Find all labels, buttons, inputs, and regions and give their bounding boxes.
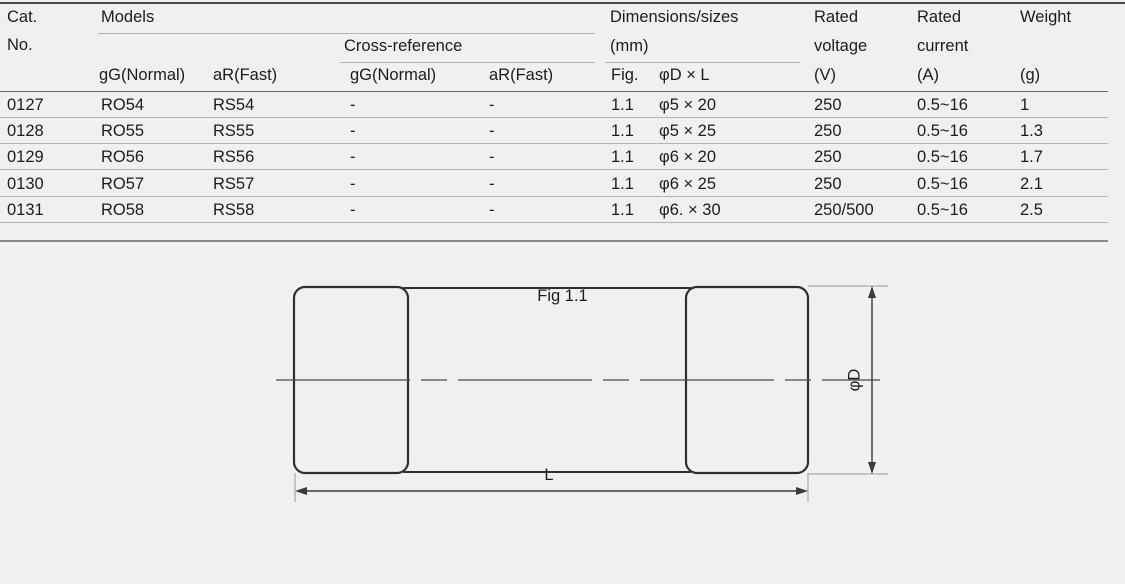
cell-xref-gg: - bbox=[350, 122, 356, 141]
header-xref-ar: aR(Fast) bbox=[489, 66, 554, 84]
cell-xref-gg: - bbox=[350, 174, 356, 193]
length-label: L bbox=[544, 466, 553, 484]
cell-weight: 2.5 bbox=[1020, 200, 1043, 219]
cell-model-ar: RS57 bbox=[213, 174, 255, 193]
cell-weight: 1 bbox=[1020, 96, 1030, 114]
cell-current: 0.5~16 bbox=[917, 96, 968, 114]
cell-model-gg: RO56 bbox=[101, 148, 145, 167]
cell-fig: 1.1 bbox=[611, 174, 634, 193]
cell-model-ar: RS54 bbox=[213, 96, 255, 114]
header-cross-reference-group: Cross-reference bbox=[344, 37, 463, 55]
cell-model-ar: RS55 bbox=[213, 122, 255, 141]
cell-size: φ5 × 20 bbox=[659, 96, 717, 114]
cell-cat-no: 0129 bbox=[7, 148, 44, 167]
header-rated-voltage-line1: Rated bbox=[814, 8, 859, 26]
cell-cat-no: 0127 bbox=[7, 96, 44, 114]
cell-model-gg: RO55 bbox=[101, 122, 145, 141]
cell-xref-ar: - bbox=[489, 122, 495, 141]
cell-weight: 2.1 bbox=[1020, 174, 1043, 193]
cell-model-ar: RS58 bbox=[213, 200, 255, 219]
row-separator bbox=[0, 222, 1108, 223]
cell-fig: 1.1 bbox=[611, 122, 634, 141]
cell-current: 0.5~16 bbox=[917, 200, 968, 219]
cell-weight: 1.7 bbox=[1020, 148, 1043, 167]
cell-model-gg: RO57 bbox=[101, 174, 145, 193]
header-models-group: Models bbox=[101, 8, 155, 26]
header-cat-no-line1: Cat. bbox=[7, 8, 38, 26]
header-cat-no-line2: No. bbox=[7, 36, 33, 54]
length-arrow-right bbox=[796, 487, 808, 495]
cell-size: φ6. × 30 bbox=[659, 200, 721, 219]
cell-current: 0.5~16 bbox=[917, 122, 968, 141]
cell-xref-gg: - bbox=[350, 148, 356, 167]
figure-caption: Fig 1.1 bbox=[537, 287, 588, 305]
cell-xref-ar: - bbox=[489, 200, 495, 219]
cell-voltage: 250 bbox=[814, 148, 842, 167]
cell-fig: 1.1 bbox=[611, 200, 634, 219]
fuse-dimension-drawing: φD L bbox=[0, 250, 1125, 579]
fuse-drawing-svg: φD L bbox=[276, 285, 888, 502]
cell-cat-no: 0128 bbox=[7, 122, 44, 141]
cell-fig: 1.1 bbox=[611, 148, 634, 167]
header-xref-gg: gG(Normal) bbox=[350, 66, 437, 84]
cell-xref-ar: - bbox=[489, 96, 495, 114]
cell-cat-no: 0130 bbox=[7, 174, 44, 193]
cell-fig: 1.1 bbox=[611, 96, 634, 114]
header-bottom-border bbox=[0, 91, 1108, 92]
header-rated-current-unit: (A) bbox=[917, 66, 939, 84]
header-rated-current-line1: Rated bbox=[917, 8, 962, 26]
header-rated-voltage-line2: voltage bbox=[814, 37, 868, 55]
diameter-arrow-down bbox=[868, 462, 876, 474]
cell-xref-gg: - bbox=[350, 96, 356, 114]
header-dimensions-line1: Dimensions/sizes bbox=[610, 8, 739, 26]
cell-xref-gg: - bbox=[350, 200, 356, 219]
cell-xref-ar: - bbox=[489, 174, 495, 193]
header-rated-voltage-unit: (V) bbox=[814, 66, 836, 84]
models-group-rule bbox=[98, 33, 595, 34]
table-top-border bbox=[0, 2, 1125, 4]
cell-size: φ5 × 25 bbox=[659, 122, 717, 141]
cell-voltage: 250 bbox=[814, 174, 842, 193]
cell-cat-no: 0131 bbox=[7, 200, 44, 219]
diameter-arrow-up bbox=[868, 286, 876, 298]
diameter-label: φD bbox=[845, 369, 863, 392]
length-arrow-left bbox=[295, 487, 307, 495]
cell-voltage: 250 bbox=[814, 122, 842, 141]
cell-model-gg: RO54 bbox=[101, 96, 145, 114]
cell-voltage: 250 bbox=[814, 96, 842, 114]
header-weight-unit: (g) bbox=[1020, 66, 1041, 84]
row-separator bbox=[0, 143, 1108, 144]
cell-current: 0.5~16 bbox=[917, 174, 968, 193]
cross-reference-group-rule bbox=[340, 62, 595, 63]
row-separator bbox=[0, 196, 1108, 197]
header-diameter-length: φD × L bbox=[659, 66, 710, 84]
header-weight-line1: Weight bbox=[1020, 8, 1072, 26]
cell-xref-ar: - bbox=[489, 148, 495, 167]
row-separator bbox=[0, 169, 1108, 170]
row-separator bbox=[0, 117, 1108, 118]
header-fig: Fig. bbox=[611, 66, 639, 84]
header-models-gg: gG(Normal) bbox=[99, 66, 186, 84]
cell-size: φ6 × 20 bbox=[659, 148, 717, 167]
header-models-ar: aR(Fast) bbox=[213, 66, 278, 84]
header-rated-current-line2: current bbox=[917, 37, 969, 55]
dimensions-subgroup-rule bbox=[605, 62, 800, 63]
cell-voltage: 250/500 bbox=[814, 200, 874, 219]
cell-current: 0.5~16 bbox=[917, 148, 968, 167]
table-bottom-border bbox=[0, 240, 1108, 242]
cell-model-ar: RS56 bbox=[213, 148, 255, 167]
specification-table: Cat. No. Models Cross-reference gG(Norma… bbox=[0, 0, 1125, 242]
header-dimensions-line2: (mm) bbox=[610, 37, 649, 55]
cell-size: φ6 × 25 bbox=[659, 174, 717, 193]
cell-weight: 1.3 bbox=[1020, 122, 1043, 141]
cell-model-gg: RO58 bbox=[101, 200, 145, 219]
